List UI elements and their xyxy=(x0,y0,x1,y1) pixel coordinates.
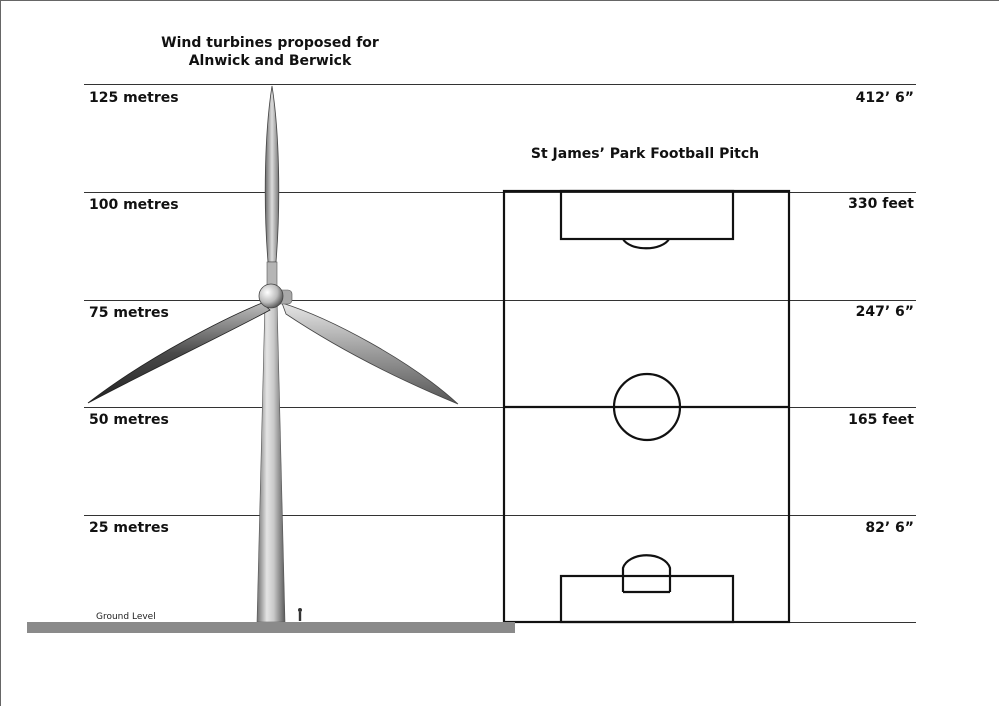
title-line-1: Wind turbines proposed for xyxy=(161,35,379,51)
level-line-75 xyxy=(84,300,916,301)
level-label-feet: 82’ 6” xyxy=(865,520,914,536)
person-scale-icon xyxy=(298,608,302,621)
level-label-feet: 330 feet xyxy=(848,196,914,212)
football-pitch-icon xyxy=(502,189,791,624)
title-line-2: Alnwick and Berwick xyxy=(188,53,352,69)
level-label-metres: 25 metres xyxy=(89,520,169,536)
pitch-title: St James’ Park Football Pitch xyxy=(530,146,760,162)
level-label-metres: 75 metres xyxy=(89,305,169,321)
level-label-feet: 412’ 6” xyxy=(855,90,914,106)
level-label-metres: 100 metres xyxy=(89,197,179,213)
level-line-25 xyxy=(84,515,916,516)
ground-bar xyxy=(27,622,515,633)
level-label-metres: 50 metres xyxy=(89,412,169,428)
level-line-50 xyxy=(84,407,916,408)
level-label-feet: 247’ 6” xyxy=(855,304,914,320)
diagram-title: Wind turbines proposed for Alnwick and B… xyxy=(150,34,390,70)
ground-level-label: Ground Level xyxy=(96,612,156,622)
level-label-metres: 125 metres xyxy=(89,90,179,106)
level-line-100 xyxy=(84,192,916,193)
level-line-125 xyxy=(84,84,916,85)
wind-turbine-icon xyxy=(87,85,459,623)
level-label-feet: 165 feet xyxy=(848,412,914,428)
